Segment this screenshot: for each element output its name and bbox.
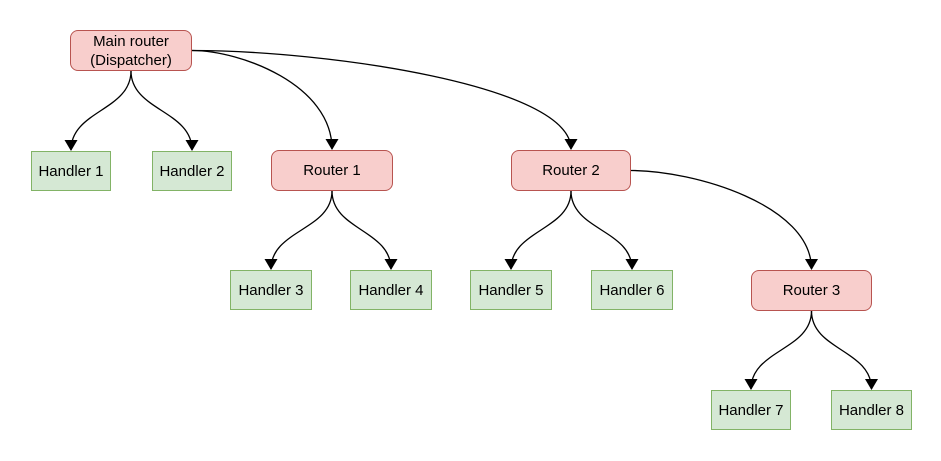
node-handler-8: Handler 8 (831, 390, 912, 430)
node-label: Main router (93, 32, 169, 50)
node-handler-2: Handler 2 (152, 151, 232, 191)
node-label: Router 3 (782, 282, 841, 299)
node-handler-5: Handler 5 (470, 270, 552, 310)
edge-router-2-to-router-3 (630, 169, 818, 270)
edge-router-2-to-handler-5 (504, 190, 572, 270)
node-handler-7: Handler 7 (711, 390, 791, 430)
node-router-2: Router 2 (511, 150, 631, 191)
edges-group (64, 49, 878, 390)
node-label: Handler 5 (478, 281, 544, 299)
node-label: Handler 2 (159, 162, 225, 180)
edge-router-1-to-handler-4 (331, 190, 398, 270)
edge-router-3-to-handler-8 (810, 310, 878, 390)
edge-router-1-to-handler-3 (264, 190, 333, 270)
edge-router-2-to-handler-6 (570, 190, 639, 270)
edge-main-to-handler-1 (64, 70, 132, 151)
node-label: Handler 4 (358, 281, 424, 299)
node-label: (Dispatcher) (90, 51, 172, 69)
node-label: Router 1 (303, 162, 361, 179)
node-main: Main router(Dispatcher) (70, 30, 192, 71)
node-handler-1: Handler 1 (31, 151, 111, 191)
edge-main-to-router-2 (191, 49, 578, 150)
node-handler-6: Handler 6 (591, 270, 673, 310)
node-label: Handler 1 (38, 162, 104, 180)
node-label: Handler 7 (718, 401, 784, 419)
node-router-1: Router 1 (271, 150, 393, 191)
edge-main-to-handler-2 (130, 70, 199, 151)
node-label: Handler 3 (238, 281, 304, 299)
edge-router-3-to-handler-7 (744, 310, 813, 390)
node-router-3: Router 3 (751, 270, 872, 311)
node-label: Handler 8 (838, 401, 905, 419)
node-handler-3: Handler 3 (230, 270, 312, 310)
edge-main-to-router-1 (191, 49, 339, 150)
node-label: Router 2 (542, 162, 600, 179)
node-handler-4: Handler 4 (350, 270, 432, 310)
node-label: Handler 6 (599, 281, 665, 299)
